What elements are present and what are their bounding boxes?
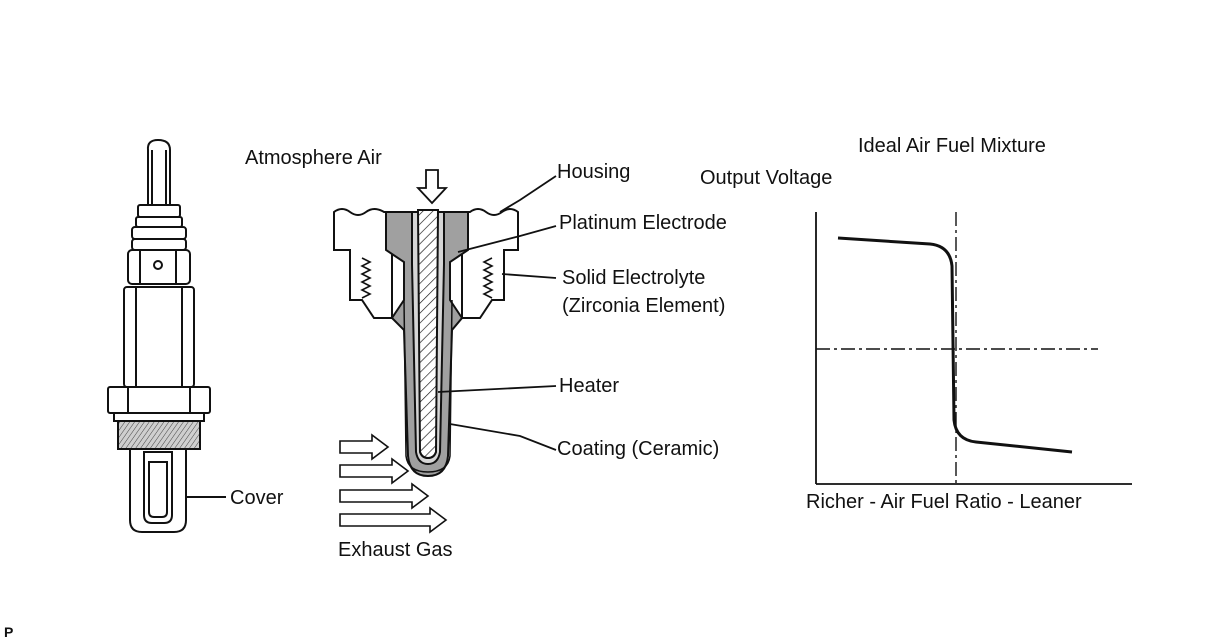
label-cover: Cover — [230, 487, 284, 509]
label-exhaust-gas: Exhaust Gas — [338, 539, 453, 561]
label-x-axis: Richer - Air Fuel Ratio - Leaner — [806, 491, 1082, 513]
exhaust-arrows — [339, 433, 448, 534]
label-output-voltage: Output Voltage — [700, 167, 833, 189]
label-atmosphere-air: Atmosphere Air — [245, 147, 382, 169]
label-coating: Coating (Ceramic) — [557, 438, 720, 460]
label-zirconia-element: (Zirconia Element) — [562, 295, 726, 317]
voltage-graph — [815, 212, 1132, 485]
atmosphere-arrow-icon — [415, 169, 449, 205]
sensor-cross-section — [333, 208, 519, 478]
label-heater: Heater — [559, 375, 620, 397]
sensor-exterior — [107, 138, 226, 533]
label-ideal-mixture: Ideal Air Fuel Mixture — [858, 135, 1046, 157]
corner-code: P — [4, 624, 14, 640]
label-platinum-electrode: Platinum Electrode — [559, 212, 727, 234]
label-housing: Housing — [557, 161, 631, 183]
output-voltage-curve — [837, 236, 1073, 454]
label-solid-electrolyte: Solid Electrolyte — [562, 267, 706, 289]
leader-lines — [437, 175, 557, 451]
